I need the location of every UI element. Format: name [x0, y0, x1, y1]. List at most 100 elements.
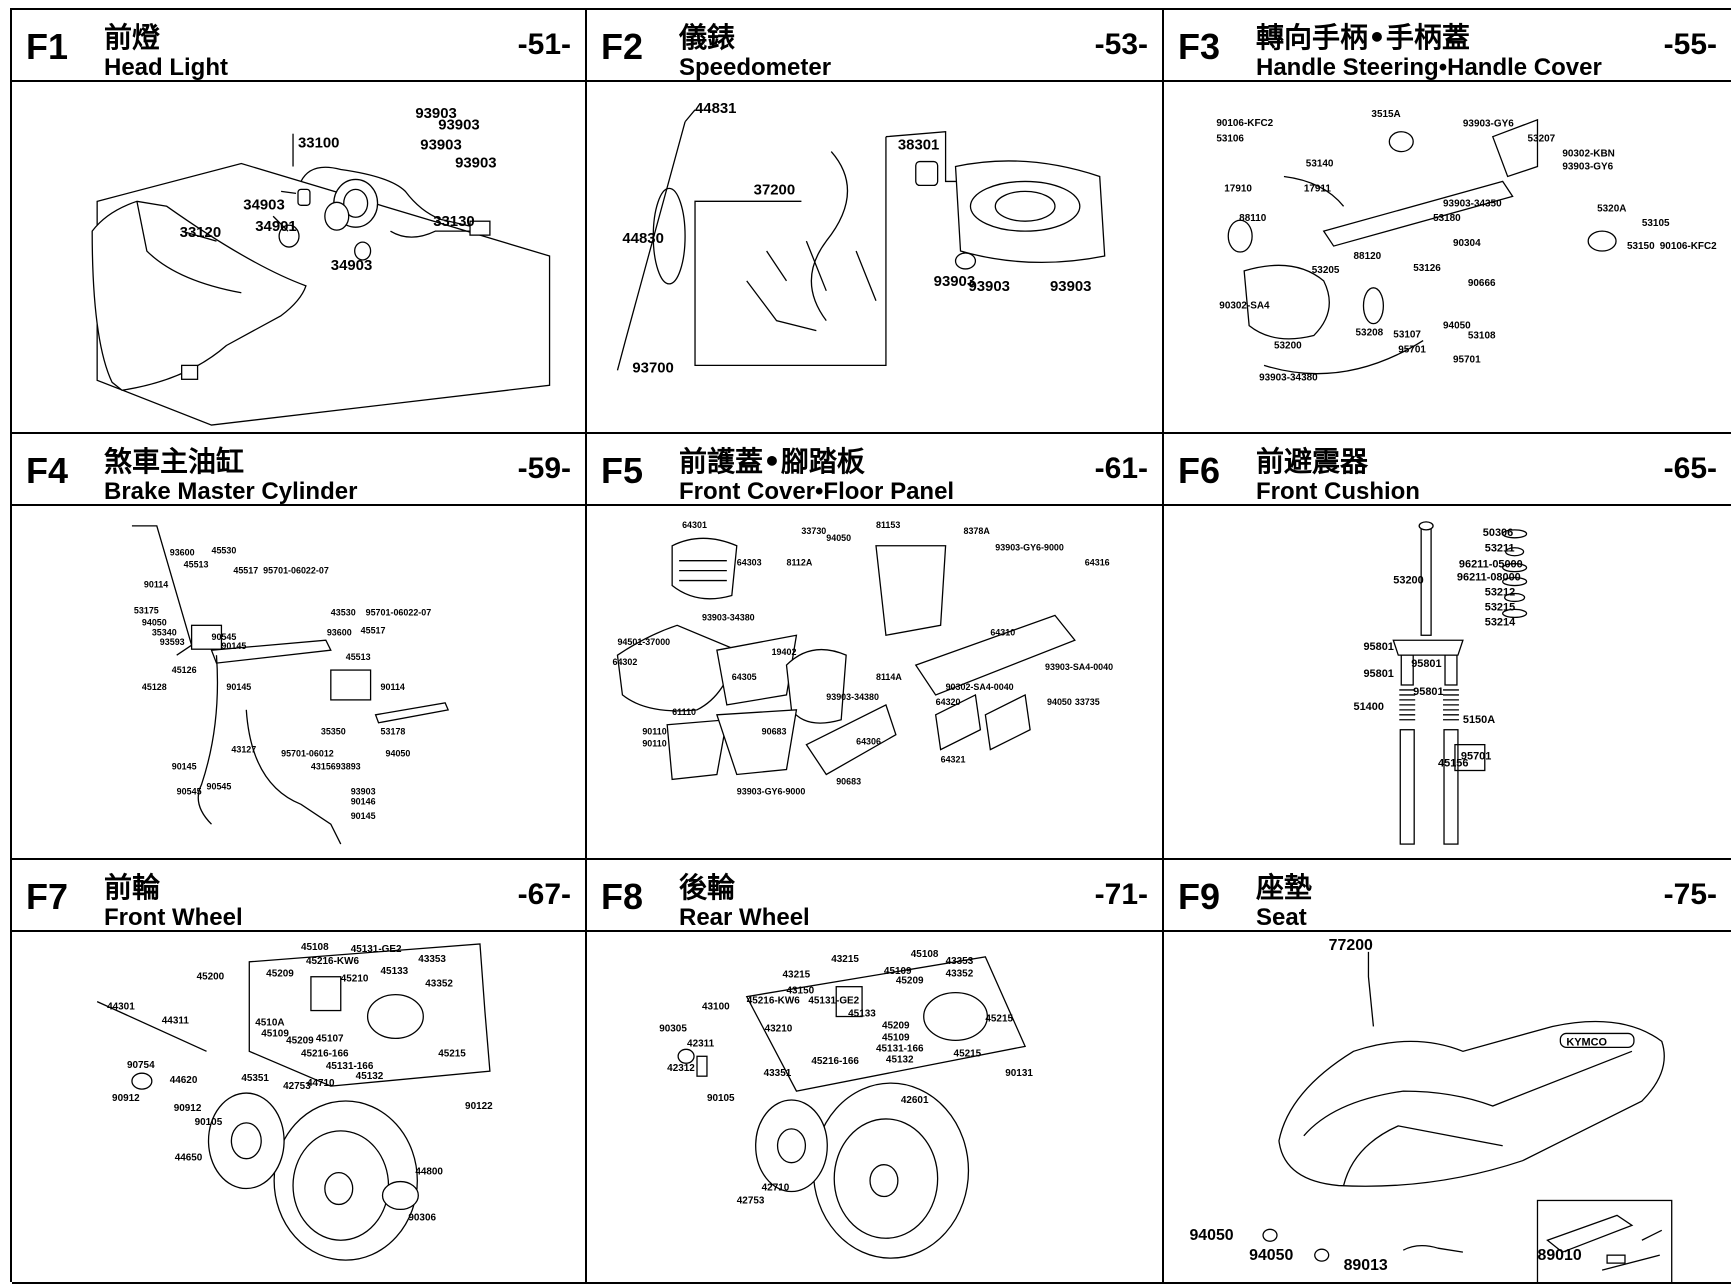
left-grip — [1388, 131, 1414, 153]
seat-side-panel — [1342, 1125, 1503, 1186]
rear-hub — [869, 1164, 899, 1198]
panel-page-number[interactable]: -75- — [1663, 878, 1717, 911]
panel-page-number[interactable]: -71- — [1094, 878, 1148, 911]
harness-main-wire — [810, 151, 849, 322]
lens-mount-tab — [181, 364, 199, 380]
right-master-cylinder — [330, 669, 372, 701]
speedometer-housing — [954, 160, 1106, 264]
panel-page-number[interactable]: -65- — [1663, 452, 1717, 485]
part-label: 96211-08000 — [1457, 572, 1521, 584]
part-label: 53106 — [1216, 134, 1244, 145]
rear-brake-pad — [835, 986, 863, 1018]
handle-cover-front — [1243, 264, 1330, 340]
part-label: 33735 — [1075, 697, 1100, 707]
panel-title-zh: 前護蓋•腳踏板 — [679, 445, 865, 478]
left-handlebar-frame — [131, 525, 193, 656]
part-label: 45109 — [261, 1028, 289, 1039]
part-label: 42753 — [283, 1081, 311, 1092]
bulb-34901 — [278, 224, 300, 248]
part-label: 45128 — [142, 682, 167, 692]
bearing-upper — [1502, 563, 1528, 573]
fork-leg-left — [1399, 729, 1415, 845]
panel-f9-seat[interactable]: F9 座墊 Seat -75- 77200 KYMCO 94050 — [1164, 860, 1731, 1284]
caliper-detail-frame — [745, 956, 1027, 1092]
part-label: 45216-KW6 — [747, 996, 800, 1007]
panel-f3-handle-steering[interactable]: F3 轉向手柄•手柄蓋 Handle Steering•Handle Cover… — [1164, 10, 1731, 434]
part-label: 45108 — [911, 949, 939, 960]
rear-wheel-drawing: 43215 45108 43353 43352 43215 45109 4520… — [659, 949, 1033, 1259]
under-cover — [805, 703, 897, 776]
panel-f7-front-wheel[interactable]: F7 前輪 Front Wheel -67- 44301 44311 45200 — [12, 860, 587, 1284]
part-label: 95701 — [1461, 751, 1491, 763]
panel-page-number[interactable]: -67- — [517, 878, 571, 911]
part-label: 8112A — [787, 558, 813, 568]
panel-header: F7 前輪 Front Wheel -67- — [12, 860, 585, 932]
part-label: 90110 — [642, 727, 666, 737]
part-label: 90106-KFC2 — [1660, 241, 1717, 252]
brake-caliper — [366, 993, 424, 1040]
panel-page-number[interactable]: -59- — [517, 452, 571, 485]
panel-page-number[interactable]: -53- — [1094, 28, 1148, 61]
part-label: 93593 — [160, 637, 185, 647]
part-label: 45209 — [896, 976, 924, 987]
part-label: 93903-GY6-9000 — [995, 543, 1064, 553]
bearing-90754 — [131, 1072, 153, 1090]
part-label: 4510A — [255, 1017, 284, 1028]
instrument-mount-ring — [954, 252, 977, 270]
front-wheel-diagram: 44301 44311 45200 45108 45131-GE2 45216-… — [12, 932, 585, 1282]
part-label: 94501-37000 — [617, 637, 670, 647]
part-label: 93600 — [327, 627, 352, 637]
part-label: 90302-SA4-0040 — [946, 682, 1014, 692]
panel-page-number[interactable]: -61- — [1094, 452, 1148, 485]
panel-page-number[interactable]: -55- — [1663, 28, 1717, 61]
part-label: 64303 — [737, 558, 762, 568]
part-label: 90545 — [177, 786, 202, 796]
part-label: 45132 — [886, 1054, 914, 1065]
detail-box-95701 — [1454, 743, 1486, 772]
part-label: 42601 — [901, 1095, 929, 1106]
part-label: 44800 — [415, 1167, 443, 1178]
left-brake-hose — [197, 655, 219, 825]
part-label: 19402 — [772, 647, 797, 657]
panel-f2-speedometer[interactable]: F2 儀錶 Speedometer -53- 44831 38301 — [587, 10, 1164, 434]
part-label: 93903-34350 — [1443, 198, 1502, 209]
part-label: 90122 — [465, 1101, 493, 1112]
part-label: 5320A — [1597, 203, 1626, 214]
leader-33120 — [181, 230, 217, 242]
part-label: 45216-166 — [301, 1048, 349, 1059]
panel-title-en: Seat — [1256, 904, 1307, 931]
handlebar — [1322, 180, 1514, 247]
side-mold-left — [934, 693, 982, 751]
wiring-harness-33100 — [300, 166, 471, 227]
panel-f5-front-cover-floor-panel[interactable]: F5 前護蓋•腳踏板 Front Cover•Floor Panel -61- … — [587, 434, 1164, 860]
nut-94050-b — [1314, 1248, 1330, 1262]
panel-title-zh: 煞車主油缸 — [104, 445, 245, 478]
part-label: 90302-KBN — [1562, 149, 1614, 160]
part-label: 94050 — [142, 617, 167, 627]
cable-loop — [652, 187, 686, 285]
part-label: 93903 — [351, 786, 376, 796]
part-label: 42710 — [762, 1183, 790, 1194]
panel-header: F2 儀錶 Speedometer -53- — [587, 10, 1162, 82]
seat-drawing: 77200 KYMCO 94050 94050 89013 89010 — [1189, 937, 1673, 1282]
panel-page-number[interactable]: -51- — [517, 28, 571, 61]
panel-f8-rear-wheel[interactable]: F8 後輪 Rear Wheel -71- 43215 45108 43353 … — [587, 860, 1164, 1284]
part-label: 38301 — [898, 138, 939, 154]
part-label: 93903-GY6-9000 — [737, 786, 806, 796]
part-label: 81153 — [876, 520, 900, 530]
seat-lock-key — [1402, 1245, 1464, 1253]
part-label: 95801 — [1363, 641, 1393, 653]
part-label: 90105 — [707, 1093, 735, 1104]
part-label: 94050 — [1249, 1247, 1293, 1264]
panel-title-en: Front Cover•Floor Panel — [679, 478, 955, 505]
caliper-detail-frame — [248, 943, 491, 1087]
bearing-lower — [1502, 576, 1528, 587]
part-label: 93893 — [336, 762, 361, 772]
panel-f1-head-light[interactable]: F1 前燈 Head Light -51- — [12, 10, 587, 434]
leader-34901 — [272, 215, 289, 232]
panel-f4-brake-master-cylinder[interactable]: F4 煞車主油缸 Brake Master Cylinder -59- 9360… — [12, 434, 587, 860]
panel-f6-front-cushion[interactable]: F6 前避震器 Front Cushion -65- — [1164, 434, 1731, 860]
part-label: 93903-34380 — [826, 692, 879, 702]
part-label: 53212 — [1485, 586, 1515, 598]
part-label: 64306 — [856, 737, 881, 747]
